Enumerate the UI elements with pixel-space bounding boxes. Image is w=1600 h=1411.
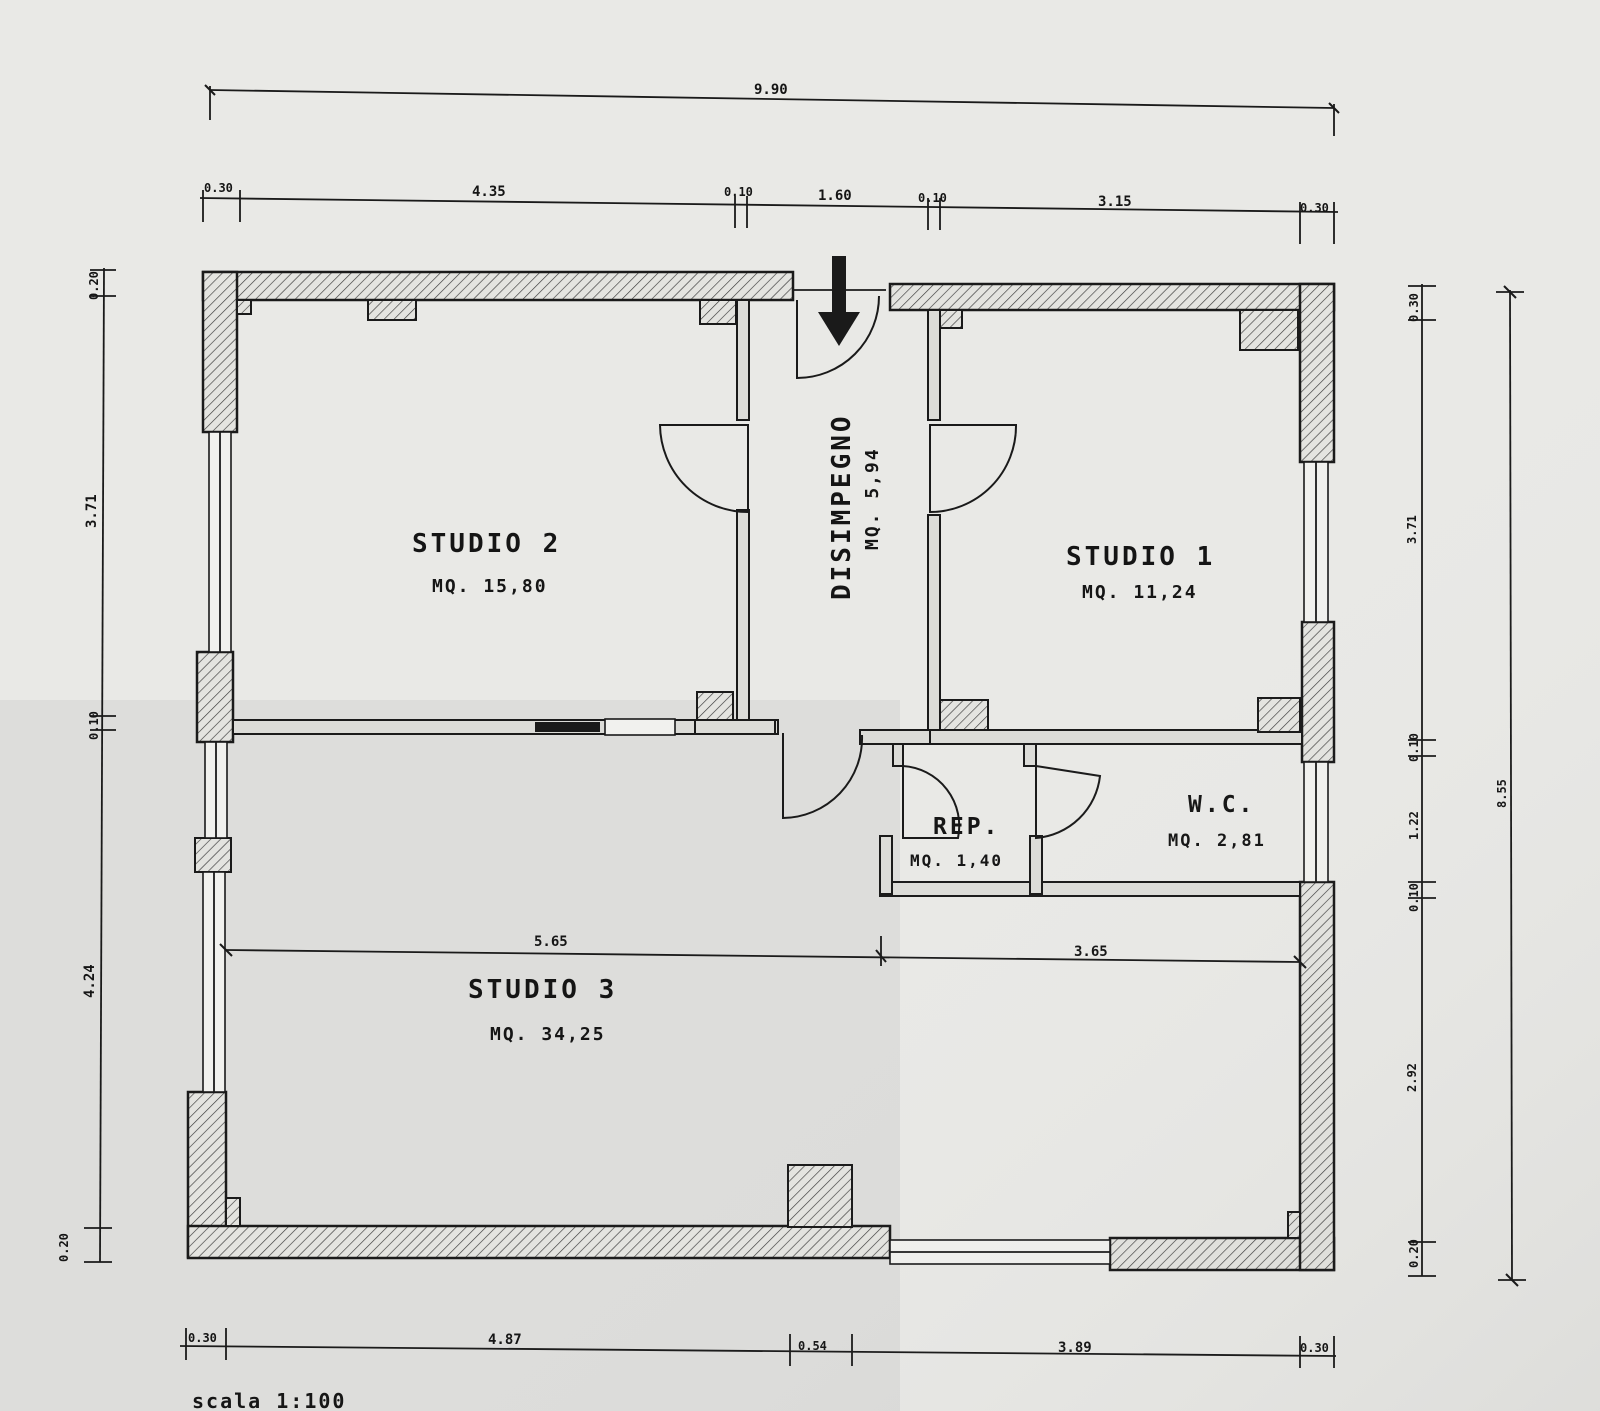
room-area-studio2: MQ. 15,80	[432, 576, 548, 597]
pillar-7	[939, 699, 989, 731]
pillar-3	[236, 299, 252, 315]
room-name-wc: W.C.	[1188, 792, 1255, 818]
corridor-left-lower	[736, 509, 750, 731]
wall-bottom-left	[186, 1224, 892, 1260]
dim-top-total: 9.90	[754, 82, 788, 98]
dim-left-4: 4.24	[82, 964, 98, 998]
pillar-1	[367, 299, 417, 321]
wall-left-upper	[201, 270, 239, 434]
dim-top-2: 4.35	[472, 184, 506, 200]
dim-right-5: 0.10	[1407, 883, 1421, 912]
scale-label: scala 1:100	[192, 1389, 346, 1411]
wall-rep-left	[879, 835, 893, 895]
dim-bottom-5: 0.30	[1300, 1341, 1329, 1355]
dim-left-1: 0.20	[87, 271, 101, 300]
wall-rep-stub	[1023, 743, 1037, 767]
dim-studio3-right: 3.65	[1074, 944, 1108, 960]
corridor-stub-right	[859, 729, 931, 745]
dim-top-4: 1.60	[818, 188, 852, 204]
pillar-12	[1287, 1211, 1301, 1239]
wall-wc-stub	[892, 743, 904, 767]
dim-right-1: 0.30	[1407, 293, 1421, 322]
room-name-studio2: STUDIO 2	[412, 529, 561, 559]
dim-bottom-3: 0.54	[798, 1339, 827, 1353]
dim-top-1: 0.30	[204, 181, 233, 195]
dim-left-3: 0.10	[87, 711, 101, 740]
pillar-8	[1257, 697, 1301, 733]
room-area-studio3: MQ. 34,25	[490, 1024, 606, 1045]
partition-dark	[535, 722, 600, 732]
dim-left-2: 3.71	[84, 494, 100, 528]
room-area-rep: MQ. 1,40	[910, 851, 1003, 870]
pillar-10	[787, 1164, 853, 1228]
dim-right-3: 0.10	[1407, 733, 1421, 762]
dim-right-7: 0.20	[1407, 1239, 1421, 1268]
pillar-2	[699, 299, 737, 325]
room-name-rep: REP.	[933, 814, 1000, 840]
dim-top-7: 0.30	[1300, 201, 1329, 215]
pillar-11	[225, 1197, 241, 1227]
wall-right-mid	[1300, 620, 1336, 764]
wall-rep-right	[1029, 835, 1043, 895]
room-area-wc: MQ. 2,81	[1168, 831, 1266, 851]
dim-top-5: 0.10	[918, 191, 947, 205]
dim-left-5: 0.20	[57, 1233, 71, 1262]
dim-top-3: 0.10	[724, 185, 753, 199]
dim-bottom-1: 0.30	[188, 1331, 217, 1345]
wall-top-right	[888, 282, 1336, 312]
wall-top-left	[201, 270, 795, 302]
corridor-stub-left	[694, 719, 776, 735]
dim-studio3-left: 5.65	[534, 934, 568, 950]
room-area-disimpegno: MQ. 5,94	[862, 447, 883, 550]
dim-right-2: 3.71	[1405, 515, 1419, 544]
partition-glass	[604, 718, 676, 736]
dim-bottom-4: 3.89	[1058, 1340, 1092, 1356]
pillar-4	[939, 309, 963, 329]
dim-top-6: 3.15	[1098, 194, 1132, 210]
dim-right-6: 2.92	[1405, 1063, 1419, 1092]
dim-bottom-2: 4.87	[488, 1332, 522, 1348]
room-area-studio1: MQ. 11,24	[1082, 582, 1198, 603]
wall-wc-bottom	[879, 881, 1301, 897]
room-name-disimpegno: DISIMPEGNO	[827, 413, 857, 600]
dim-right-total: 8.55	[1495, 779, 1509, 808]
corridor-left-upper	[736, 299, 750, 421]
wall-left-mid	[195, 650, 235, 744]
corridor-right-upper	[927, 309, 941, 421]
dim-right-4: 1.22	[1407, 811, 1421, 840]
wall-right-upper	[1298, 282, 1336, 464]
pillar-6	[696, 691, 734, 721]
corridor-right-lower	[927, 514, 941, 731]
wall-right-lower	[1298, 880, 1336, 1272]
room-name-studio1: STUDIO 1	[1066, 542, 1215, 572]
room-name-studio3: STUDIO 3	[468, 975, 617, 1005]
pillar-9	[194, 837, 232, 873]
pillar-5	[1239, 309, 1299, 351]
